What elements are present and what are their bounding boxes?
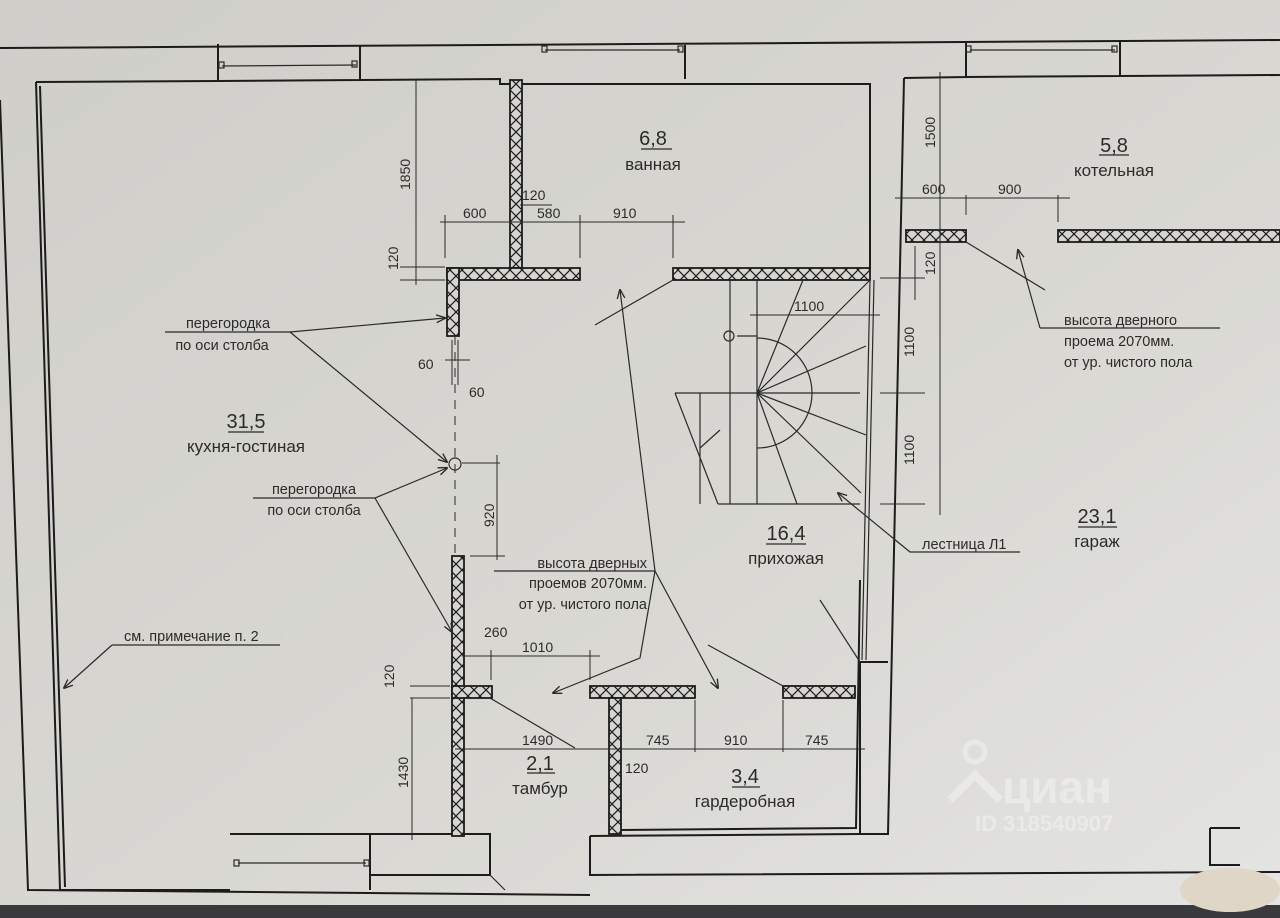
partitions: [446, 79, 1280, 837]
dim-920: 920: [481, 503, 497, 527]
dim-1100: 1100: [794, 298, 824, 314]
room-boiler: 5,8 котельная: [1074, 135, 1154, 180]
dim-1100: 1100: [901, 435, 917, 465]
dim-120: 120: [922, 251, 938, 275]
window-top-middle: [541, 45, 684, 53]
room-area: 16,4: [767, 523, 806, 545]
dimension-lines: [400, 72, 1070, 840]
dim-1010: 1010: [522, 639, 553, 655]
watermark: циан ID 318540907: [947, 739, 1113, 836]
room-area: 2,1: [526, 753, 554, 775]
dim-120: 120: [385, 246, 401, 270]
room-area: 6,8: [639, 128, 667, 150]
exterior-walls: [0, 39, 1280, 896]
column-icon: [448, 457, 462, 471]
dim-260: 260: [484, 624, 508, 640]
room-name: тамбур: [512, 779, 568, 798]
partition-boiler-right: [1057, 229, 1280, 243]
dim-910: 910: [613, 205, 637, 221]
note-partition-1-line1: перегородка: [186, 316, 271, 332]
dim-60: 60: [418, 356, 434, 372]
room-bathroom: 6,8 ванная: [625, 128, 681, 174]
dimension-labels: 1850 120 600 120 580 910 1500 600 900 12…: [381, 117, 1022, 788]
column-axis: [448, 336, 462, 556]
partition-bathroom-horizontal: [446, 267, 581, 281]
partition-wardrobe-vertical: [608, 697, 622, 835]
dim-580: 580: [537, 205, 561, 221]
annotation-notes: перегородка по оси столба перегородка по…: [124, 313, 1193, 645]
dim-600: 600: [922, 181, 946, 197]
room-area: 5,8: [1100, 135, 1128, 157]
dim-120: 120: [522, 187, 546, 203]
dim-1490: 1490: [522, 732, 553, 748]
dim-120: 120: [625, 760, 649, 776]
note-partition-1-line2: по оси столба: [175, 338, 269, 354]
room-name: котельная: [1074, 161, 1154, 180]
room-kitchen-living: 31,5 кухня-гостиная: [187, 411, 305, 456]
note-door-height-single-line1: высота дверного: [1064, 313, 1177, 329]
watermark-id: ID 318540907: [975, 811, 1113, 836]
room-name: гараж: [1074, 532, 1120, 551]
windows: [218, 45, 1118, 867]
dim-745: 745: [646, 732, 670, 748]
dim-60: 60: [469, 384, 485, 400]
room-name: кухня-гостиная: [187, 437, 305, 456]
partition-boiler-left: [905, 229, 967, 243]
note-door-height-line2: проемов 2070мм.: [529, 576, 647, 592]
room-wardrobe: 3,4 гардеробная: [695, 766, 795, 811]
dim-1500: 1500: [922, 117, 938, 148]
dim-1430: 1430: [395, 757, 411, 788]
room-garage: 23,1 гараж: [1074, 506, 1120, 551]
dim-745: 745: [805, 732, 829, 748]
room-area: 3,4: [731, 766, 759, 788]
finger: [1180, 868, 1280, 912]
watermark-brand: циан: [1002, 761, 1112, 813]
partition-wardrobe-top-right: [782, 685, 856, 699]
room-labels: 31,5 кухня-гостиная 6,8 ванная 5,8 котел…: [187, 128, 1154, 811]
room-name: ванная: [625, 155, 681, 174]
partition-bathroom-vertical: [509, 79, 523, 269]
room-area: 31,5: [227, 411, 266, 433]
room-area: 23,1: [1078, 506, 1117, 528]
partition-kitchen-top: [446, 267, 460, 337]
note-door-height-line1: высота дверных: [537, 556, 647, 572]
partition-wardrobe-top-left: [589, 685, 696, 699]
dim-1100: 1100: [901, 327, 917, 357]
room-hallway: 16,4 прихожая: [748, 523, 824, 568]
note-stair: лестница Л1: [922, 537, 1007, 553]
room-name: гардеробная: [695, 792, 795, 811]
table-edge: [0, 905, 1280, 918]
dim-1850: 1850: [397, 159, 413, 190]
room-vestibule: 2,1 тамбур: [512, 753, 568, 798]
dim-120: 120: [381, 664, 397, 688]
leader-lines: [64, 242, 1220, 891]
dim-600: 600: [463, 205, 487, 221]
note-partition-2-line1: перегородка: [272, 482, 357, 498]
window-bottom-left: [233, 859, 370, 867]
note-door-height-line3: от ур. чистого пола: [519, 597, 648, 613]
partition-vestibule-stub: [451, 685, 493, 699]
note-see-remark: см. примечание п. 2: [124, 629, 259, 645]
dim-910: 910: [724, 732, 748, 748]
note-door-height-single-line3: от ур. чистого пола: [1064, 355, 1193, 371]
window-top-left: [218, 60, 358, 69]
location-pin-icon: [947, 739, 1003, 803]
room-name: прихожая: [748, 549, 824, 568]
dim-900: 900: [998, 181, 1022, 197]
partition-stair-top: [672, 267, 871, 281]
note-door-height-single-line2: проема 2070мм.: [1064, 334, 1174, 350]
window-top-right: [965, 45, 1118, 53]
note-partition-2-line2: по оси столба: [267, 503, 361, 519]
staircase-l1: [674, 279, 875, 661]
